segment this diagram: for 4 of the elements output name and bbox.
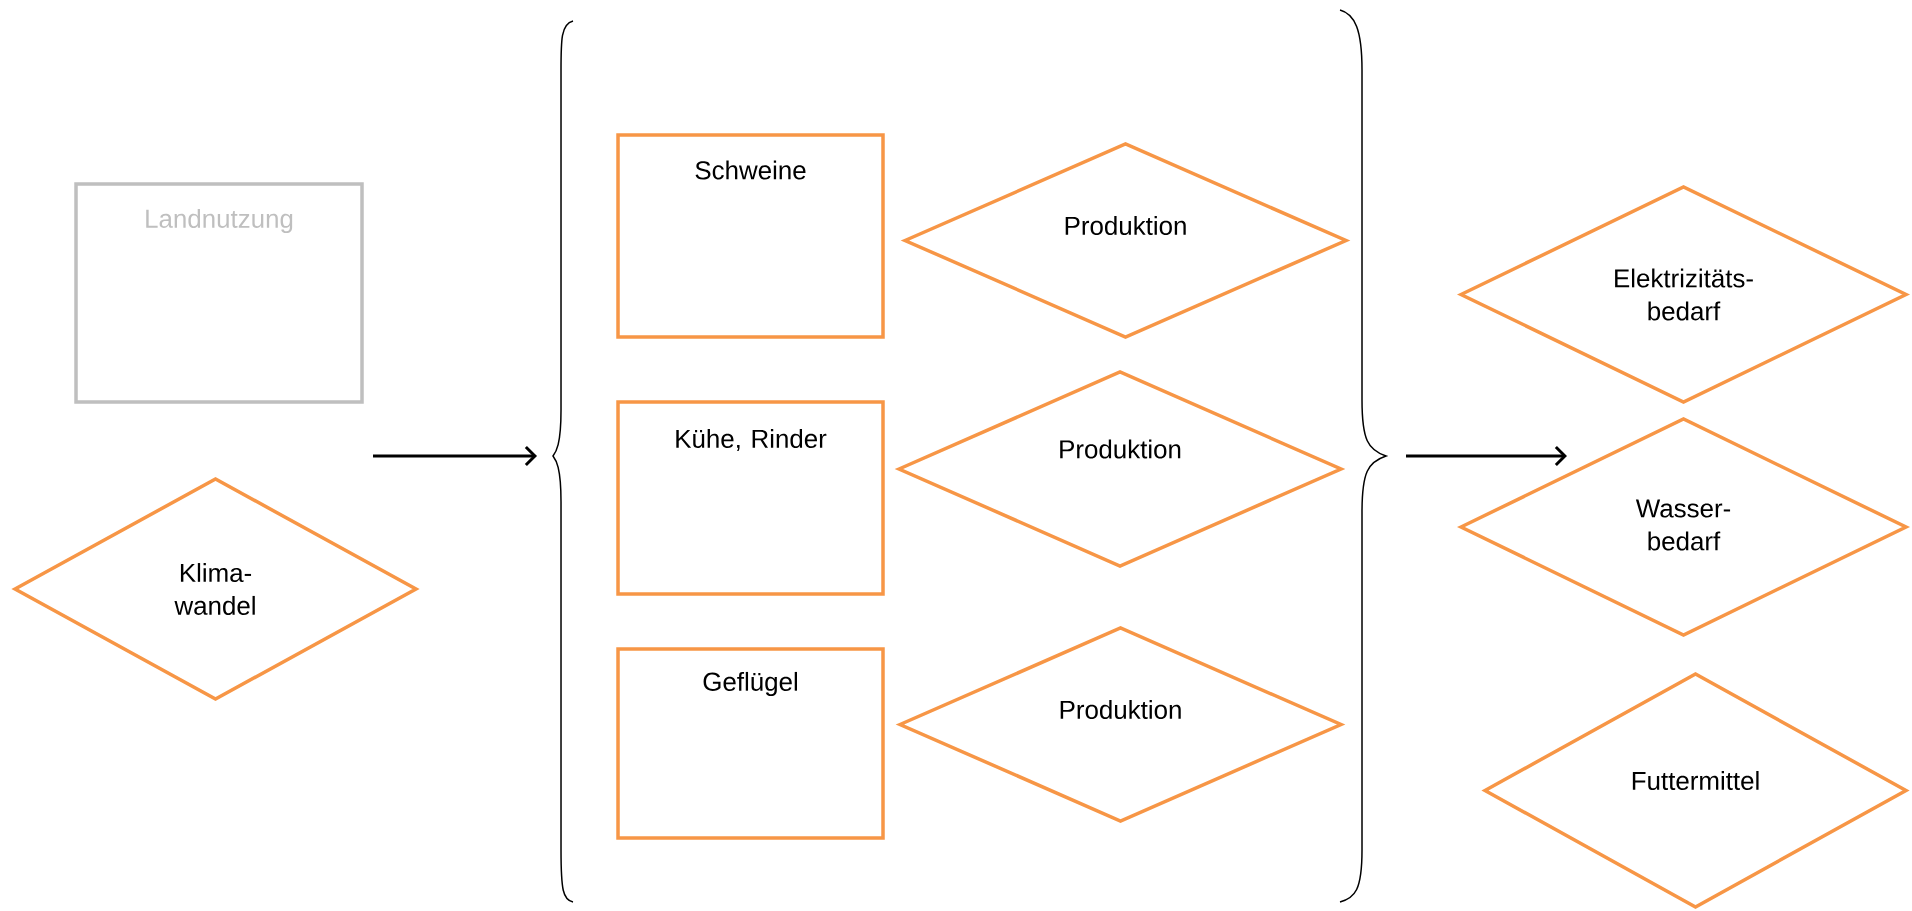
process-box: Landnutzung xyxy=(74,182,364,404)
process-box: Schweine xyxy=(616,133,885,339)
process-box: Kühe, Rinder xyxy=(616,400,885,596)
process-box: Geflügel xyxy=(616,647,885,840)
